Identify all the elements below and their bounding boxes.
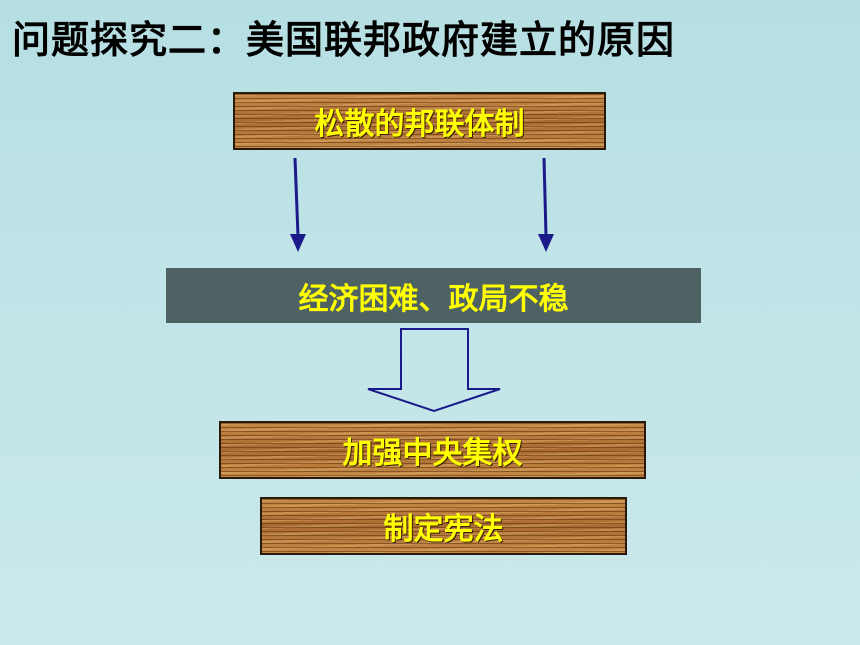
box-economic-political-trouble-label: 经济困难、政局不稳	[298, 281, 569, 317]
box-loose-confederation: 松散的邦联体制	[233, 92, 606, 150]
hollow-down-arrow	[367, 328, 501, 413]
box-loose-confederation-label: 松散的邦联体制	[314, 107, 525, 142]
right-down-arrow	[538, 157, 554, 252]
slide-title: 问题探究二：美国联邦政府建立的原因	[12, 18, 676, 62]
box-draft-constitution: 制定宪法	[260, 497, 627, 555]
box-economic-political-trouble: 经济困难、政局不稳	[166, 268, 701, 323]
box-draft-constitution-label: 制定宪法	[383, 512, 504, 547]
box-strengthen-central-power: 加强中央集权	[219, 421, 646, 479]
box-strengthen-central-power-label: 加强中央集权	[342, 436, 523, 471]
left-down-arrow	[290, 157, 306, 252]
